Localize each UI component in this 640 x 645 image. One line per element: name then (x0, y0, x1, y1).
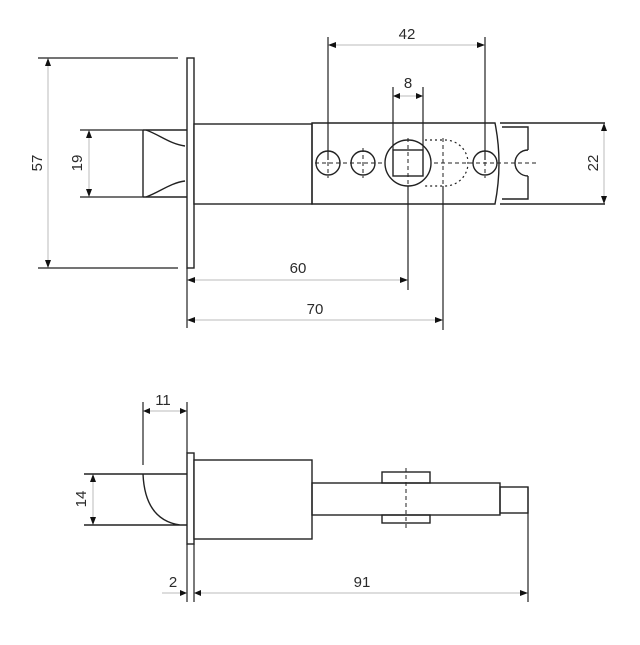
dim-11-label: 11 (155, 392, 171, 409)
dim-70-label: 70 (307, 301, 324, 318)
dim-91: 91 (201, 487, 529, 602)
dim-42: 42 (327, 26, 486, 160)
dim-60-label: 60 (290, 260, 307, 277)
dim-2-label: 2 (169, 574, 177, 591)
dim-8: 8 (392, 75, 424, 150)
faceplate (186, 57, 195, 269)
dim-8-label: 8 (404, 75, 412, 92)
dim-19-label: 19 (69, 155, 86, 172)
dim-22-label: 22 (585, 155, 602, 172)
dim-14: 14 (73, 474, 96, 525)
side-collar-bottom (381, 514, 431, 524)
side-tail-end (499, 486, 529, 514)
side-faceplate (186, 452, 195, 545)
tail-plate (311, 122, 500, 205)
top-view: 57 19 42 8 (29, 26, 607, 330)
side-view: 11 14 2 91 (73, 392, 529, 602)
mounting-holes (315, 148, 498, 178)
dim-14-label: 14 (73, 491, 90, 508)
dim-70: 70 (187, 186, 444, 330)
dim-57: 57 (29, 57, 178, 269)
spindle-hub (384, 138, 469, 188)
side-latch-bolt (84, 473, 187, 526)
dim-22: 22 (585, 123, 607, 204)
dim-2: 2 (162, 544, 201, 602)
dim-11: 11 (142, 392, 188, 465)
dim-57-label: 57 (29, 155, 46, 172)
dim-60: 60 (186, 186, 409, 328)
tail-clip (500, 122, 605, 205)
dim-42-label: 42 (399, 26, 416, 43)
dim-19: 19 (69, 129, 143, 198)
dim-91-label: 91 (354, 574, 371, 591)
latch-body (193, 123, 313, 205)
side-body (193, 459, 313, 540)
latch-bolt (142, 129, 187, 198)
